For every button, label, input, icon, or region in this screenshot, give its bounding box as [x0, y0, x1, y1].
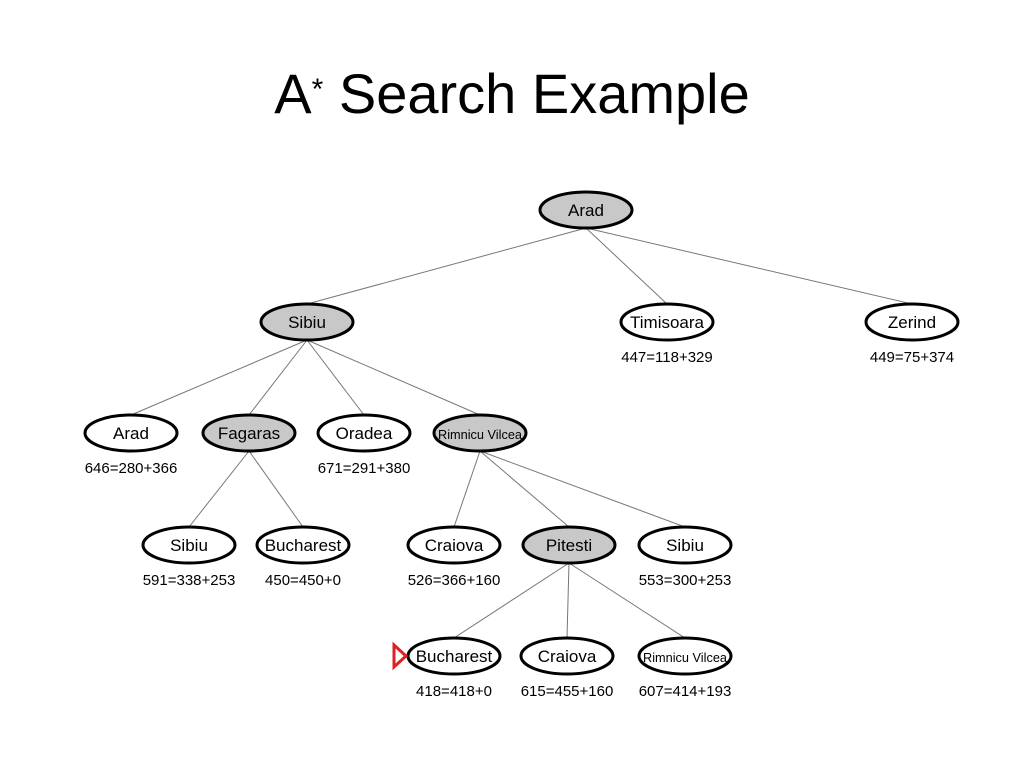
node-oval — [637, 525, 733, 565]
edge-sibiu-to-rimnicu-1 — [306, 339, 481, 416]
node-score: 646=280+366 — [85, 460, 178, 477]
node-score: 447=118+329 — [621, 349, 713, 366]
node-label: Oradea — [336, 424, 393, 443]
node-score: 418=418+0 — [416, 683, 492, 700]
node-label: Zerind — [888, 313, 936, 332]
node-oval — [538, 190, 634, 230]
node-label: Arad — [113, 424, 149, 443]
node-label: Pitesti — [546, 536, 592, 555]
node-label: Timisoara — [630, 313, 705, 332]
tree-node-bucharest-1: Bucharest 450=450+0 — [255, 525, 351, 589]
node-score: 607=414+193 — [639, 683, 732, 700]
edge-pitesti-to-bucharest-2 — [453, 562, 570, 639]
node-label: Craiova — [538, 647, 597, 666]
title-superscript: * — [311, 73, 324, 106]
tree-node-zerind: Zerind 449=75+374 — [864, 302, 960, 366]
edge-sibiu-to-fagaras — [248, 339, 308, 416]
tree-node-craiova-1: Craiova 526=366+160 — [406, 525, 502, 589]
node-label: Fagaras — [218, 424, 280, 443]
edges-layer — [130, 227, 913, 639]
edge-fagaras-to-bucharest-1 — [248, 450, 304, 528]
node-oval — [637, 636, 733, 676]
tree-node-rimnicu-1: Rimnicu Vilcea — [432, 413, 528, 453]
node-oval — [619, 302, 715, 342]
node-oval — [259, 302, 355, 342]
tree-node-rimnicu-2: Rimnicu Vilcea 607=414+193 — [637, 636, 733, 700]
tree-node-sibiu: Sibiu — [259, 302, 355, 342]
node-score: 449=75+374 — [870, 349, 954, 366]
tree-node-fagaras: Fagaras — [201, 413, 297, 453]
edge-pitesti-to-rimnicu-2 — [568, 562, 686, 639]
node-label: Sibiu — [666, 536, 704, 555]
node-label: Craiova — [425, 536, 484, 555]
node-label: Rimnicu Vilcea — [438, 427, 523, 442]
node-score: 526=366+160 — [408, 572, 501, 589]
node-label: Arad — [568, 201, 604, 220]
edge-fagaras-to-sibiu-2 — [188, 450, 250, 528]
node-oval — [864, 302, 960, 342]
node-oval — [521, 525, 617, 565]
node-oval — [255, 525, 351, 565]
edge-rimnicu-1-to-pitesti — [479, 450, 570, 528]
node-oval — [201, 413, 297, 453]
edge-sibiu-to-oradea — [306, 339, 365, 416]
tree-node-bucharest-2: Bucharest 418=418+0 — [392, 636, 502, 700]
node-score: 450=450+0 — [265, 572, 341, 589]
edge-rimnicu-1-to-craiova-1 — [453, 450, 481, 528]
tree-node-timisoara: Timisoara 447=118+329 — [619, 302, 715, 366]
node-oval — [83, 413, 179, 453]
tree-node-craiova-2: Craiova 615=455+160 — [519, 636, 615, 700]
edge-rimnicu-1-to-sibiu-3 — [479, 450, 686, 528]
edge-arad-root-to-zerind — [585, 227, 913, 305]
edge-arad-root-to-sibiu — [306, 227, 587, 305]
node-oval — [519, 636, 615, 676]
node-oval — [316, 413, 412, 453]
node-oval — [432, 413, 528, 453]
slide-title: A* Search Example — [0, 58, 1024, 130]
node-score: 591=338+253 — [143, 572, 236, 589]
node-score: 553=300+253 — [639, 572, 732, 589]
tree-node-pitesti: Pitesti — [521, 525, 617, 565]
tree-node-arad-root: Arad — [538, 190, 634, 230]
tree-node-oradea: Oradea 671=291+380 — [316, 413, 412, 477]
node-score: 615=455+160 — [521, 683, 614, 700]
edge-sibiu-to-arad-2 — [130, 339, 308, 416]
tree-node-sibiu-2: Sibiu 591=338+253 — [141, 525, 237, 589]
tree-node-sibiu-3: Sibiu 553=300+253 — [637, 525, 733, 589]
node-oval — [406, 525, 502, 565]
node-oval — [141, 525, 237, 565]
title-rest: Search Example — [323, 62, 750, 125]
edge-pitesti-to-craiova-2 — [566, 562, 570, 639]
tree-node-arad-2: Arad 646=280+366 — [83, 413, 179, 477]
node-label: Sibiu — [288, 313, 326, 332]
node-score: 671=291+380 — [318, 460, 411, 477]
title-main: A — [274, 62, 312, 125]
node-label: Rimnicu Vilcea — [643, 650, 728, 665]
node-label: Bucharest — [265, 536, 342, 555]
node-label: Sibiu — [170, 536, 208, 555]
node-label: Bucharest — [416, 647, 493, 666]
edge-arad-root-to-timisoara — [585, 227, 668, 305]
goal-marker-icon — [392, 641, 409, 671]
